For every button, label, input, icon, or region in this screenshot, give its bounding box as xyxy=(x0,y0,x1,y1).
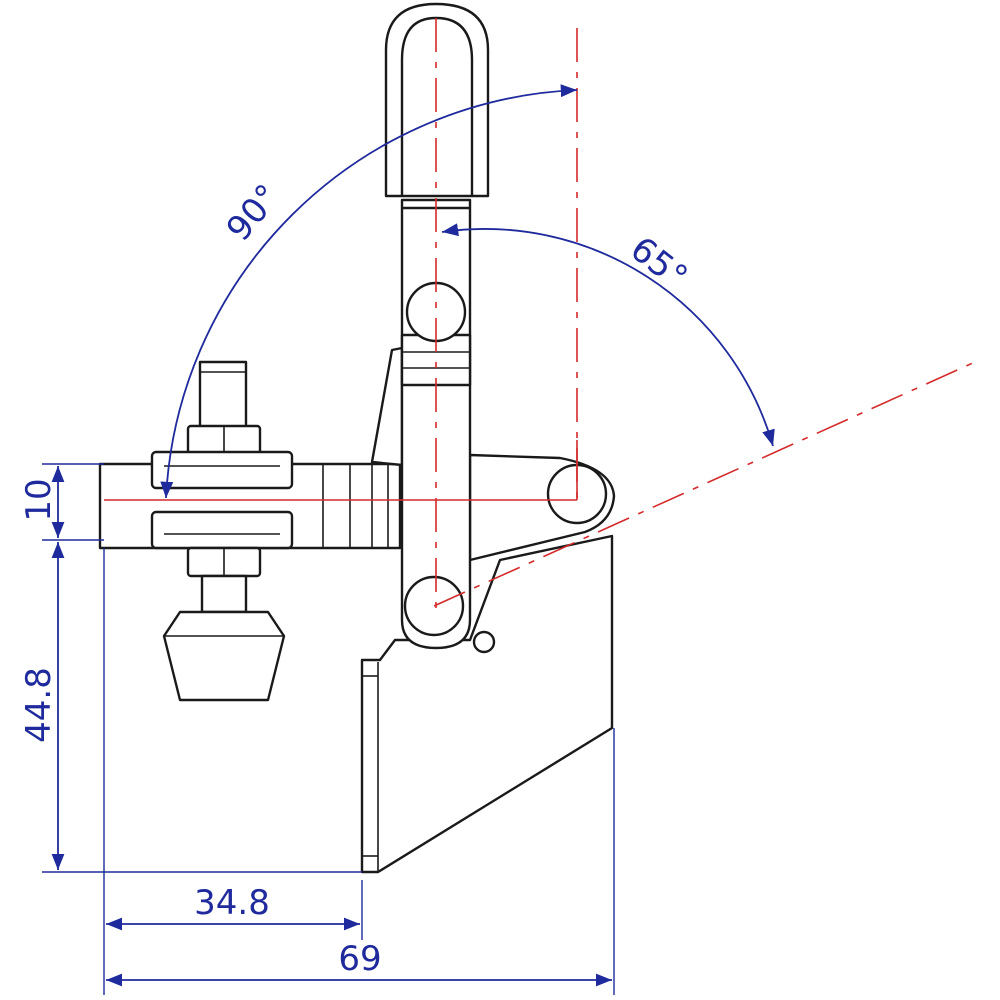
base-plate xyxy=(360,534,614,874)
label-angle-90: 90° xyxy=(219,177,288,249)
angle-65-arc xyxy=(441,223,775,447)
label-dim-44-8: 44.8 xyxy=(19,667,59,743)
spindle-assembly xyxy=(150,360,294,702)
inclined-centerline xyxy=(433,361,976,607)
label-dim-69: 69 xyxy=(338,939,381,979)
angle-90-arc xyxy=(160,84,578,499)
mounting-hole xyxy=(472,630,496,654)
spindle-pad xyxy=(162,610,286,702)
dimensions xyxy=(42,84,775,995)
label-dim-34-8: 34.8 xyxy=(194,883,270,923)
upper-washer xyxy=(150,450,294,490)
spindle-shank xyxy=(200,574,248,614)
label-dim-10: 10 xyxy=(19,478,59,521)
link-plate xyxy=(370,346,404,467)
lower-washer xyxy=(150,510,294,550)
label-angle-65: 65° xyxy=(623,229,695,298)
